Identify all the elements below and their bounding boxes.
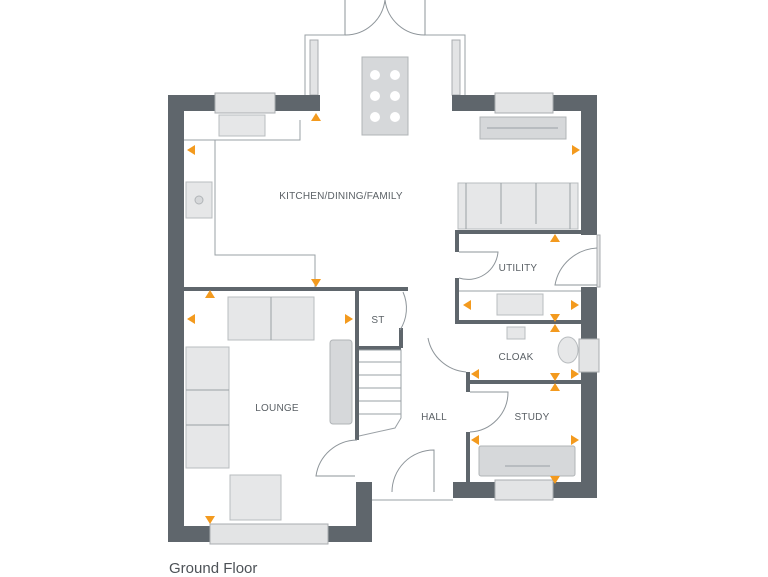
cloak-basin bbox=[506, 326, 526, 340]
worktop-top bbox=[184, 120, 301, 141]
kitchen-sink bbox=[218, 114, 266, 137]
room-label-utility: UTILITY bbox=[499, 263, 538, 274]
sofa-lounge-large bbox=[185, 346, 230, 469]
room-label-hall: HALL bbox=[421, 412, 447, 423]
room-label-study: STUDY bbox=[515, 412, 550, 423]
floor-title: Ground Floor bbox=[169, 560, 258, 577]
interior-walls bbox=[184, 230, 581, 482]
windows bbox=[209, 92, 601, 545]
armchair bbox=[229, 474, 282, 521]
doors bbox=[315, 247, 598, 501]
room-label-st: ST bbox=[371, 315, 384, 326]
room-label-cloak: CLOAK bbox=[499, 352, 534, 363]
sofa-kitchen bbox=[457, 182, 579, 230]
room-label-lounge: LOUNGE bbox=[255, 403, 299, 414]
staircase bbox=[358, 349, 402, 437]
dining-table bbox=[361, 56, 409, 136]
outer-walls bbox=[168, 95, 597, 542]
toilet bbox=[557, 336, 579, 364]
french-door-right bbox=[384, 0, 426, 36]
utility-sink bbox=[496, 293, 544, 316]
orientation-arrows bbox=[187, 113, 580, 524]
hob-burner bbox=[194, 195, 204, 205]
room-label-kitchen: KITCHEN/DINING/FAMILY bbox=[279, 191, 403, 202]
worktop-island bbox=[184, 139, 316, 287]
tv-unit-lounge bbox=[329, 339, 353, 425]
french-door-left bbox=[344, 0, 386, 36]
study-desk bbox=[478, 445, 576, 477]
